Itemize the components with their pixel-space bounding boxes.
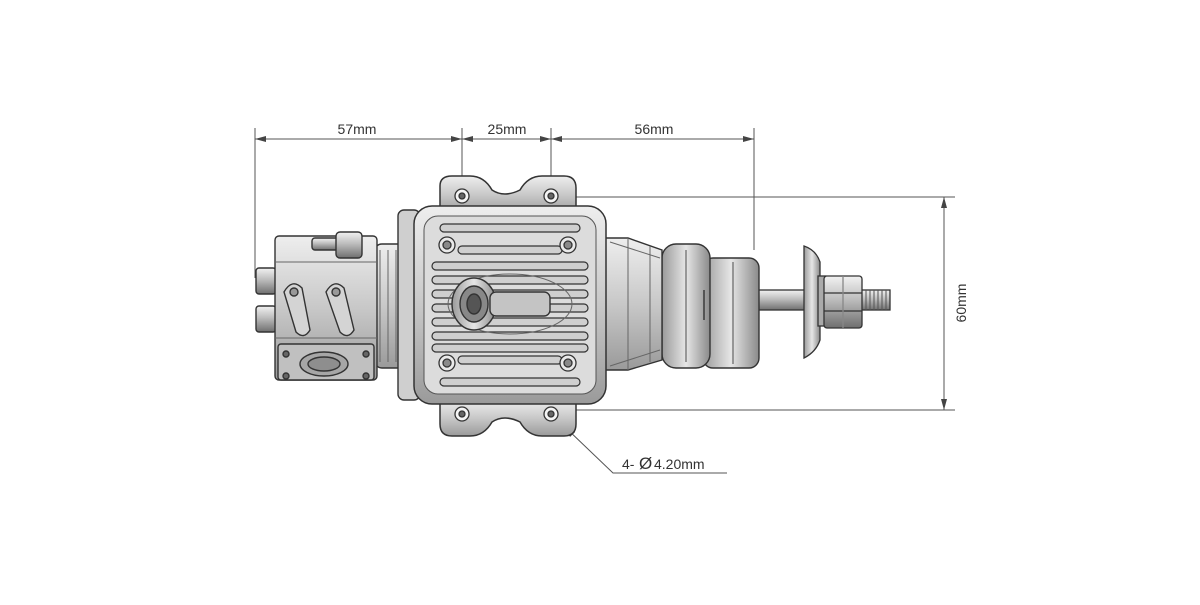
spark-plug-boss	[447, 273, 573, 335]
hole-dim-value: 4.20mm	[654, 456, 705, 472]
head-bolts	[438, 236, 577, 372]
rear-housing	[373, 209, 421, 401]
crankcase-nose	[597, 237, 663, 371]
mounting-holes	[454, 188, 559, 422]
dim-60mm-label: 60mm	[953, 284, 969, 323]
prop-washer	[803, 245, 827, 360]
dim-56mm-label: 56mm	[635, 121, 674, 137]
prop-hub	[661, 243, 760, 369]
hole-dim-prefix: 4-	[622, 456, 635, 472]
dim-57mm-label: 57mm	[338, 121, 377, 137]
carburetor-block	[255, 231, 378, 381]
prop-nut	[823, 275, 863, 329]
hole-dim-symbol: Ø	[639, 454, 652, 473]
dimension-lines	[254, 128, 955, 474]
dim-25mm-label: 25mm	[488, 121, 527, 137]
